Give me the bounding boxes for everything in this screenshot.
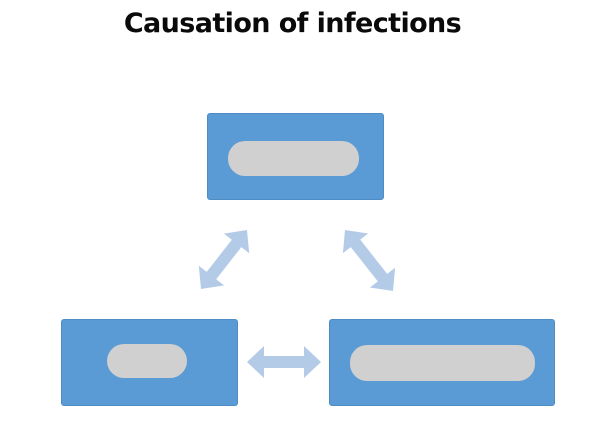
arrow-top-to-bottom-right (342, 230, 396, 291)
node-bottom-right (329, 319, 555, 406)
redacted-label-top (228, 141, 359, 176)
node-bottom-left (61, 319, 238, 406)
redacted-label-bottom-right (350, 345, 535, 381)
arrow-top-to-bottom-left (198, 230, 250, 289)
node-top (207, 113, 384, 200)
arrow-bottom-left-to-bottom-right (247, 346, 321, 378)
redacted-label-bottom-left (107, 344, 187, 378)
diagram-title: Causation of infections (123, 8, 462, 39)
